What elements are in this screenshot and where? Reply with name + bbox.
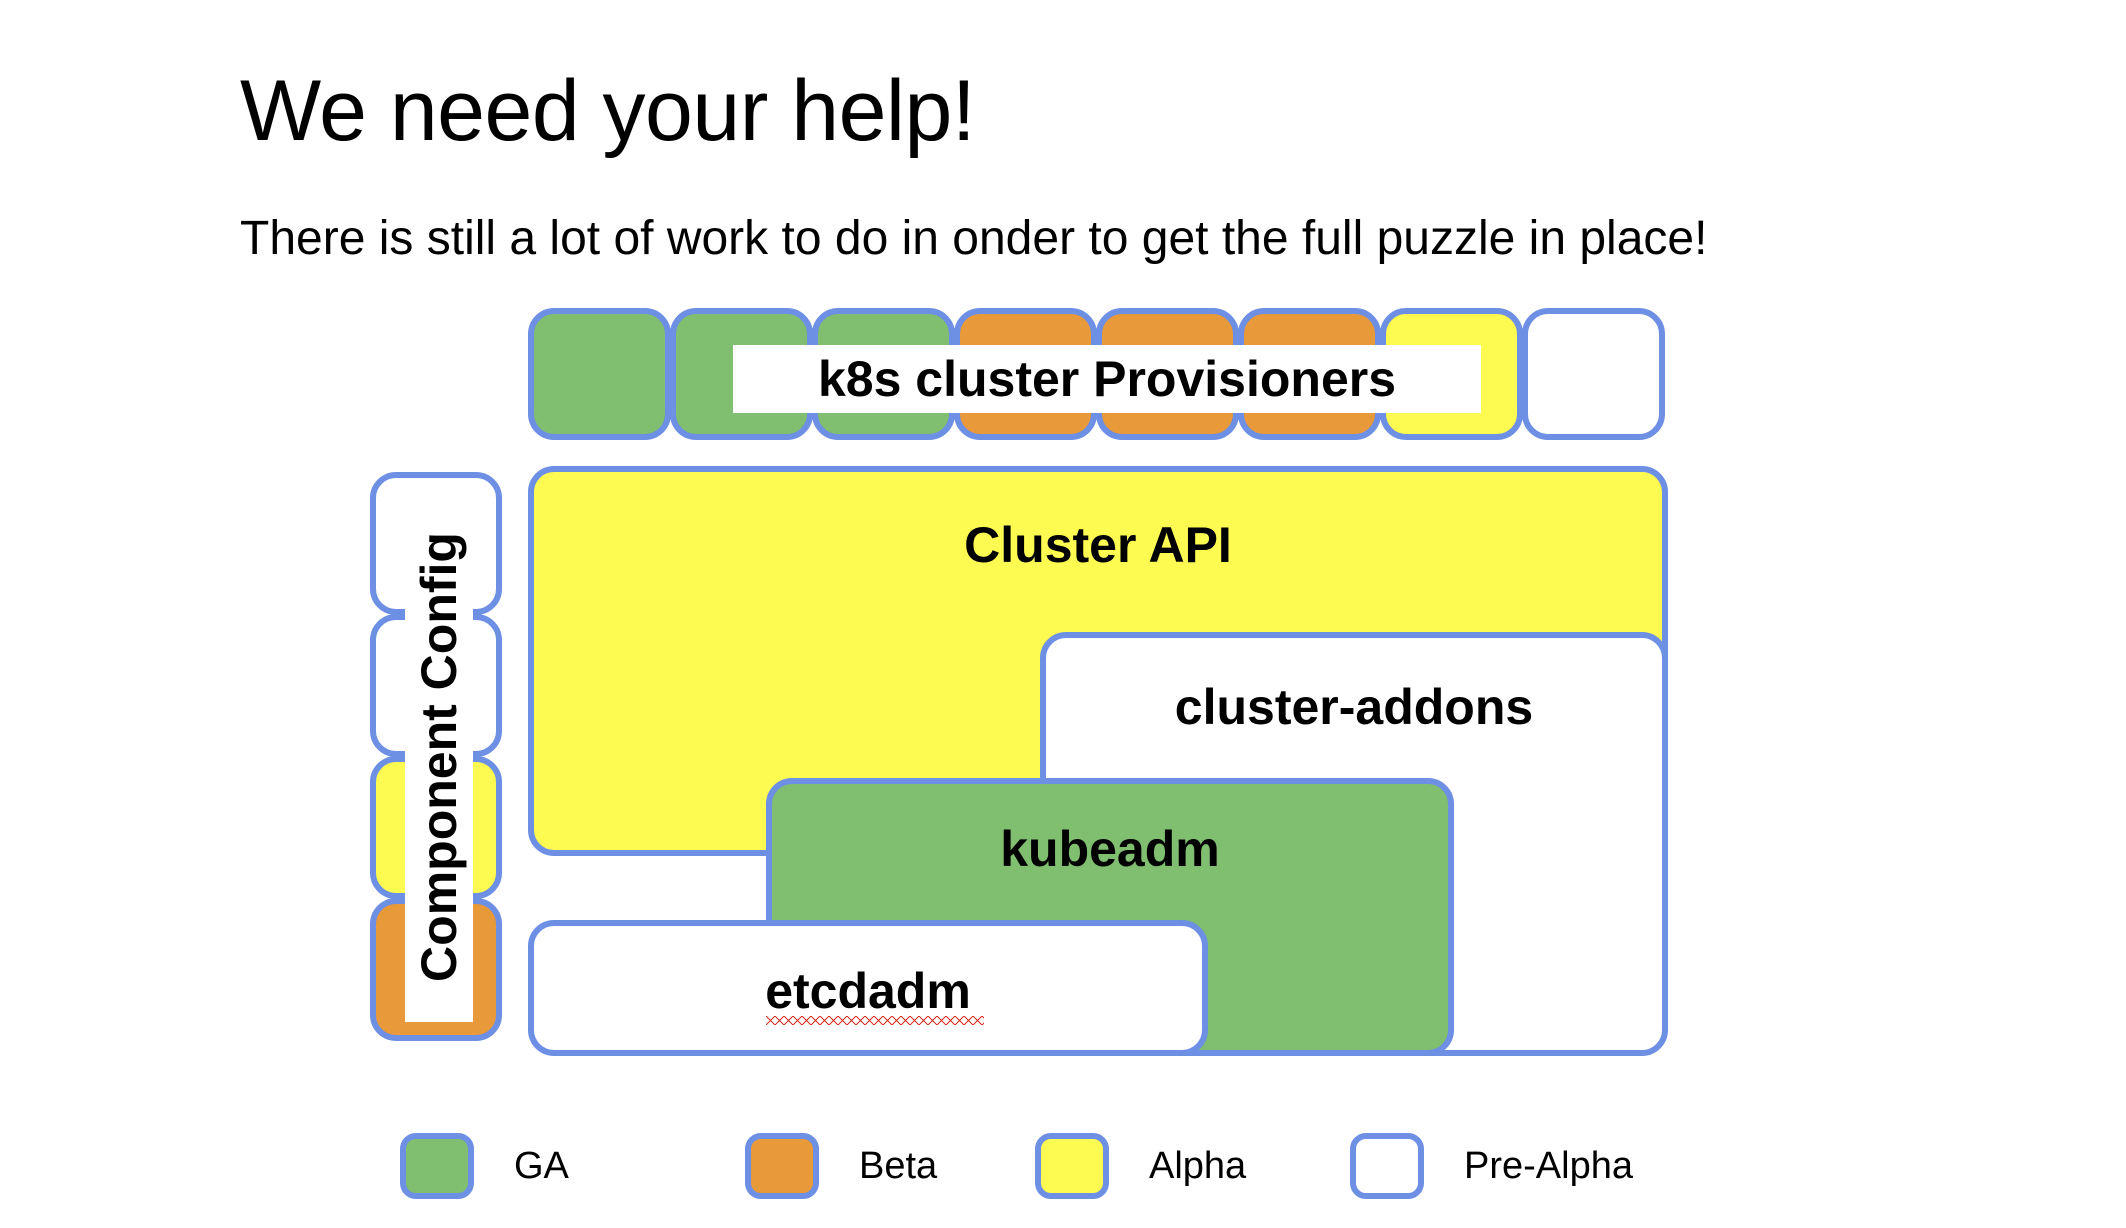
legend-swatch-ga-icon (400, 1133, 474, 1199)
legend-item-ga: GA (400, 1128, 569, 1204)
component-config-label: Component Config (411, 532, 467, 982)
component-config-label-plate: Component Config (405, 492, 473, 1022)
etcdadm-box[interactable]: etcdadm (528, 920, 1208, 1056)
provisioners-label: k8s cluster Provisioners (817, 351, 1397, 407)
kubeadm-label: kubeadm (1000, 821, 1220, 877)
legend-swatch-prealpha-icon (1350, 1133, 1424, 1199)
legend-swatch-alpha-icon (1035, 1133, 1109, 1199)
legend: GA Beta Alpha Pre-Alpha (400, 1128, 1700, 1204)
legend-swatch-beta-icon (745, 1133, 819, 1199)
cluster-addons-label: cluster-addons (1174, 679, 1534, 735)
cluster-api-label: Cluster API (964, 517, 1232, 573)
legend-label-beta: Beta (859, 1145, 938, 1187)
legend-label-ga: GA (514, 1145, 569, 1187)
etcdadm-label: etcdadm (765, 963, 971, 1019)
legend-label-prealpha: Pre-Alpha (1464, 1145, 1633, 1187)
spellcheck-underline-icon (766, 1016, 984, 1025)
provisioner-box-8[interactable] (1522, 308, 1665, 440)
legend-item-beta: Beta (745, 1128, 937, 1204)
provisioners-label-plate: k8s cluster Provisioners (733, 345, 1481, 413)
provisioner-box-1[interactable] (528, 308, 671, 440)
legend-item-prealpha: Pre-Alpha (1350, 1128, 1633, 1204)
page-subtitle: There is still a lot of work to do in on… (240, 212, 1708, 265)
legend-item-alpha: Alpha (1035, 1128, 1246, 1204)
page-title: We need your help! (240, 62, 976, 159)
legend-label-alpha: Alpha (1149, 1145, 1247, 1187)
